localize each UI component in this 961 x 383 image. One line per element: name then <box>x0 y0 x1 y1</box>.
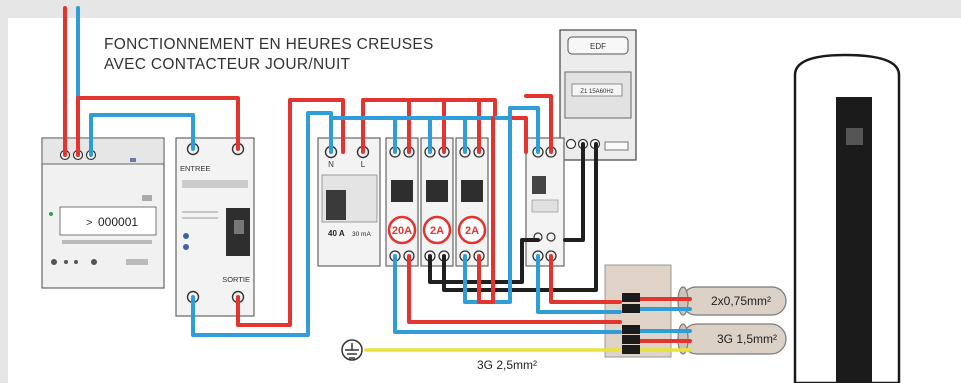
svg-text:L: L <box>361 160 366 169</box>
phase-bus <box>361 98 411 154</box>
breaker-2-rating: 2A <box>430 225 444 237</box>
breaker-rating-badges <box>387 215 487 245</box>
neutral-wire-out <box>536 254 622 314</box>
phase-wire-breaker <box>236 98 345 327</box>
breaker-label-out: SORTIE <box>222 275 250 284</box>
breaker-1 <box>385 137 419 267</box>
neutral-bus <box>329 116 397 154</box>
meter-display-value: 000001 <box>98 215 138 229</box>
breaker-2 <box>420 137 454 267</box>
power-cable-label: 3G 1,5mm² <box>717 332 777 346</box>
meter-lcd <box>59 206 157 236</box>
control-wire <box>563 142 585 242</box>
meter-led <box>49 212 53 216</box>
phase-wire-20a <box>407 254 622 324</box>
control-wire <box>428 238 540 284</box>
earth-ground-icon <box>341 339 363 361</box>
main-breaker <box>175 137 255 317</box>
differential-switch: N L <box>317 137 381 267</box>
differential-toggle <box>326 190 346 220</box>
meter-brand: EDF <box>590 42 606 51</box>
diagram-title-line-1: FONCTIONNEMENT EN HEURES CREUSES <box>104 36 434 53</box>
phase-wire-b3 <box>477 116 495 304</box>
phase-wire-meter <box>76 96 240 157</box>
earth-cable-label: 3G 2,5mm² <box>477 358 537 372</box>
day-night-contactor <box>525 137 565 267</box>
edf-meter <box>559 29 637 161</box>
differential-rating: 40 A <box>328 229 345 238</box>
neutral-wire-20a <box>393 254 622 334</box>
svg-text:N: N <box>328 160 334 169</box>
heater-display-icon <box>846 128 863 145</box>
breaker-3 <box>455 137 489 267</box>
junction-connectors <box>622 293 640 354</box>
breaker-3-rating: 2A <box>465 225 479 237</box>
diagram-title-line-2: AVEC CONTACTEUR JOUR/NUIT <box>104 56 351 73</box>
wiring <box>63 6 692 352</box>
meter-terminal <box>565 138 577 150</box>
control-wire <box>442 142 598 292</box>
meter-display-cursor: > <box>86 217 92 229</box>
control-cable-label: 2x0,75mm² <box>711 294 771 308</box>
differential-sensitivity: 30 mA <box>352 231 371 238</box>
water-heater <box>793 53 901 383</box>
phase-bus <box>524 94 553 154</box>
phase-wire-out <box>549 254 622 304</box>
meter-plate: Z1 15A60Hz <box>580 89 613 95</box>
neutral-wire-meter <box>89 113 195 157</box>
breaker-1-rating: 20A <box>392 225 412 237</box>
breaker-label-in: ENTREE <box>180 164 210 173</box>
electronic-meter <box>41 137 165 289</box>
